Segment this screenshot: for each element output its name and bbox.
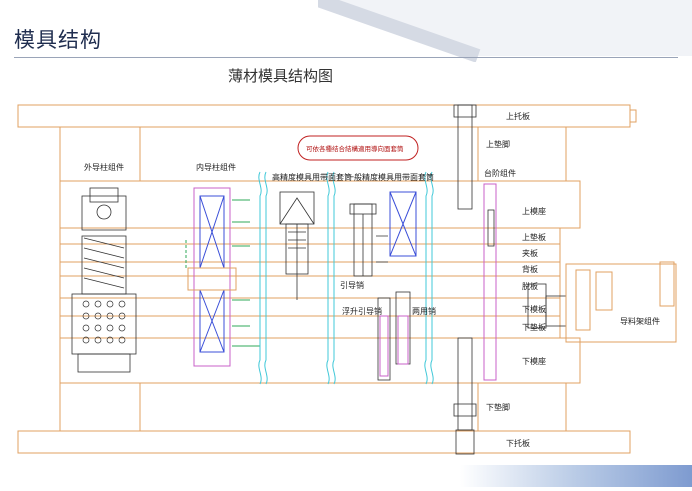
inner-guide-assembly <box>185 187 260 367</box>
label-clamp-plate: 夹板 <box>522 248 538 258</box>
back-plate <box>59 261 561 277</box>
upper-die-seat <box>59 180 581 229</box>
label-back-plate: 背板 <box>522 264 538 274</box>
upper-support-plate <box>17 104 631 128</box>
note-callout <box>297 135 419 161</box>
guide-rail-frame <box>565 261 677 343</box>
label-guide-frame: 导料架组件 <box>620 316 660 326</box>
bottom-decoration <box>460 465 692 487</box>
label-upper-support: 上托板 <box>506 111 530 121</box>
label-upper-die-seat: 上模座 <box>522 206 546 216</box>
high-precision-sleeve <box>279 191 315 300</box>
pilot-pin-group <box>377 291 411 381</box>
title-divider <box>14 57 678 58</box>
label-lower-die-seat: 下模座 <box>522 356 546 366</box>
label-inner-guide: 内导柱组件 <box>196 162 236 172</box>
page-title: 模具结构 <box>14 28 102 52</box>
corner-decoration <box>315 0 692 63</box>
upper-pad-plate <box>59 227 561 245</box>
label-lower-die-plate: 下模板 <box>522 304 546 314</box>
general-sleeve <box>349 191 417 277</box>
label-floating-pin: 浮升引导销 <box>342 306 382 316</box>
label-lower-pad: 下垫板 <box>522 322 546 332</box>
note-callout-text: 可依各種结合結構適用導向面套筒 <box>306 144 404 153</box>
outer-guide-assembly <box>71 187 137 373</box>
diagram-heading: 薄材模具结构图 <box>228 67 333 85</box>
stripper-plate <box>59 275 561 299</box>
upper-foot-left <box>59 126 141 182</box>
lower-pad-plate <box>59 315 561 339</box>
label-upper-pad: 上垫板 <box>522 232 546 242</box>
label-lower-foot: 下垫脚 <box>486 402 510 412</box>
lower-support-plate <box>17 430 631 454</box>
platform-assembly <box>483 183 567 381</box>
lower-die-plate <box>59 297 561 317</box>
clamp-plate <box>59 243 561 263</box>
lower-foot-left <box>59 382 141 432</box>
label-general-mold: 一般精度模具用带面套筒 <box>346 172 434 182</box>
label-lower-support: 下托板 <box>506 438 530 448</box>
upper-support-marker <box>629 109 637 123</box>
section-break-lines <box>258 171 434 385</box>
label-outer-guide: 外导柱组件 <box>84 162 124 172</box>
label-stripper-plate: 脱板 <box>522 281 538 291</box>
label-high-precision: 高精度模具用带面套筒 <box>272 172 352 182</box>
label-upper-foot: 上垫脚 <box>486 139 510 149</box>
label-pilot-pin: 引导销 <box>340 280 364 290</box>
lower-die-seat <box>59 337 581 384</box>
center-screws <box>453 104 477 455</box>
label-guide-pin: 两用销 <box>412 306 436 316</box>
label-platform: 台阶组件 <box>484 168 516 178</box>
